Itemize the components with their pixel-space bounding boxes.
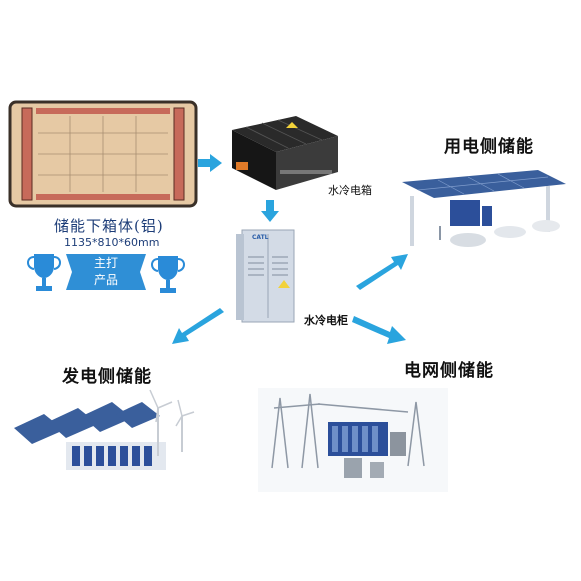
- water-cabinet-image: [236, 229, 295, 323]
- arrow-down-right-icon: [352, 316, 406, 344]
- trophy-right-icon: [151, 256, 185, 293]
- arrow-up-right-icon: [356, 254, 408, 290]
- generation-side-image: [14, 389, 195, 470]
- battery-tray-image: [8, 100, 198, 208]
- grid-side-image: [258, 388, 448, 492]
- grid-side-label: 电网侧储能: [404, 361, 494, 381]
- cabinet-logo: CATL: [252, 234, 269, 241]
- water-box-label: 水冷电箱: [328, 184, 372, 197]
- arrow-down-icon: [261, 200, 279, 222]
- product-dimensions: 1135*810*60mm: [64, 236, 160, 249]
- badge-line2: 产品: [94, 273, 119, 287]
- trophy-left-icon: [27, 254, 61, 291]
- user-side-label: 用电侧储能: [444, 137, 534, 157]
- badge-line1: 主打: [94, 256, 119, 270]
- water-box-image: [232, 116, 338, 190]
- product-badge: [66, 254, 146, 290]
- water-cabinet-label: 水冷电柜: [304, 314, 348, 327]
- product-title: 储能下箱体(铝): [54, 217, 164, 235]
- arrow-down-left-icon: [172, 308, 224, 344]
- arrow-right-icon: [198, 154, 222, 172]
- generation-side-label: 发电侧储能: [62, 367, 152, 387]
- user-side-image: [402, 170, 566, 247]
